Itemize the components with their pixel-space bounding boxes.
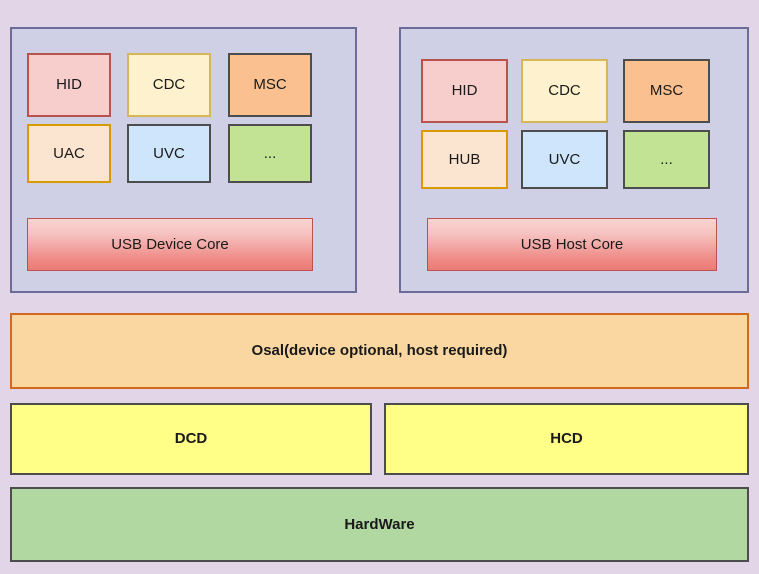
host-class-box-uvc[interactable]: UVC (521, 130, 608, 189)
device-class-box-more[interactable]: ... (228, 124, 312, 183)
host-class-box-more[interactable]: ... (623, 130, 710, 189)
usb-host-core-bar[interactable]: USB Host Core (427, 218, 717, 271)
device-class-box-uvc[interactable]: UVC (127, 124, 211, 183)
host-class-box-cdc[interactable]: CDC (521, 59, 608, 123)
usb-device-core-bar[interactable]: USB Device Core (27, 218, 313, 271)
osal-layer-bar[interactable]: Osal(device optional, host required) (10, 313, 749, 389)
dcd-layer-bar[interactable]: DCD (10, 403, 372, 475)
hardware-layer-bar[interactable]: HardWare (10, 487, 749, 562)
host-class-box-hid[interactable]: HID (421, 59, 508, 123)
device-class-box-msc[interactable]: MSC (228, 53, 312, 117)
host-class-box-hub[interactable]: HUB (421, 130, 508, 189)
device-class-box-uac[interactable]: UAC (27, 124, 111, 183)
host-class-box-msc[interactable]: MSC (623, 59, 710, 123)
device-class-box-cdc[interactable]: CDC (127, 53, 211, 117)
hcd-layer-bar[interactable]: HCD (384, 403, 749, 475)
device-class-box-hid[interactable]: HID (27, 53, 111, 117)
